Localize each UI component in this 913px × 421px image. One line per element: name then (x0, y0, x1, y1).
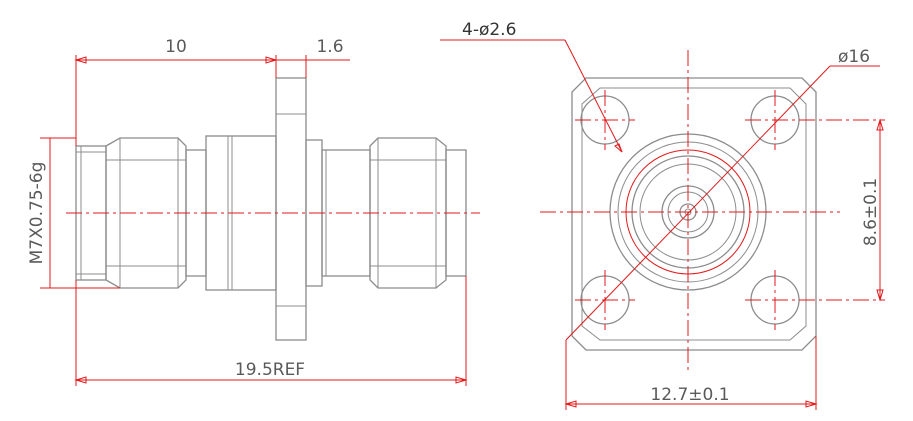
dim-overall-length: 19.5REF (235, 360, 305, 380)
front-view: 4-ø2.6 ø16 8.6±0.1 12.7±0.1 (440, 20, 885, 410)
dim-hole-spacing: 8.6±0.1 (861, 178, 881, 246)
flange (275, 77, 307, 341)
dim-mounting-holes: 4-ø2.6 (462, 20, 516, 40)
dim-flange-width: 12.7±0.1 (650, 385, 729, 405)
dim-length-10: 10 (165, 37, 187, 57)
right-hex-nut (369, 137, 447, 289)
flange-outline (571, 77, 817, 351)
dim-flange-thickness: 1.6 (316, 37, 343, 57)
dim-thread: M7X0.75-6g (27, 162, 47, 265)
side-view: 10 1.6 M7X0.75-6g 19.5REF (27, 37, 480, 386)
dim-flange-diameter: ø16 (838, 47, 870, 67)
left-hex-nut (105, 137, 187, 289)
